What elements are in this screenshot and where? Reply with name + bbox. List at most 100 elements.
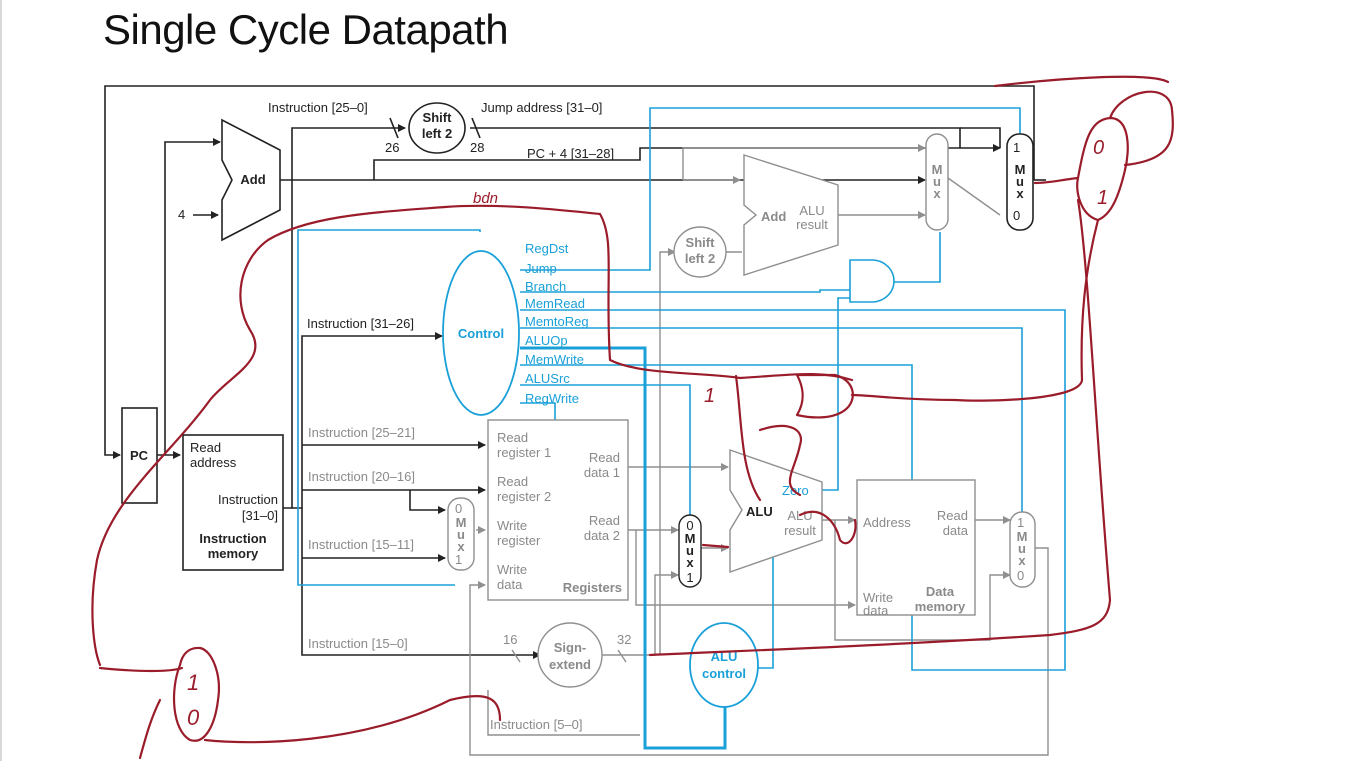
reg-rd1-1: Read: [589, 450, 620, 465]
data-memory: Address Read data Write data Data memory: [856, 479, 976, 618]
ink-top-arc: [443, 204, 854, 382]
lbl-inst-31-26: Instruction [31–26]: [307, 316, 414, 331]
ink-alusrc-mark: 1: [704, 385, 715, 407]
wire-inst-31-26: [292, 332, 443, 509]
wire-jump-address-in: [960, 127, 1001, 148]
wire-se-to-shift: [659, 248, 676, 655]
lbl-inst-5-0: Instruction [5–0]: [490, 717, 583, 732]
reg-wd-1: Write: [497, 562, 527, 577]
shift-left-2-mid: Shift left 2: [673, 226, 727, 278]
reg-wr-2: register: [497, 533, 541, 548]
aluctrl-line2: control: [702, 666, 746, 681]
reg-rd2-2: data 2: [584, 528, 620, 543]
wire-read-data-2-mem: [635, 530, 856, 609]
reg-rr1-2: register 1: [497, 445, 551, 460]
regdst-m: M: [456, 515, 467, 530]
reg-name: Registers: [563, 580, 622, 595]
wire-inst-15-0: [301, 508, 541, 659]
jump-x: x: [1016, 186, 1024, 201]
shift-top-line2: left 2: [422, 126, 452, 141]
imem-name-1: Instruction: [199, 531, 266, 546]
regdst-mux: 0 M u x 1: [447, 497, 475, 571]
reg-rr1-1: Read: [497, 430, 528, 445]
m2r-in-0: 0: [1017, 568, 1024, 583]
pcsrc-m: M: [932, 162, 943, 177]
alu: ALU Zero ALU result: [729, 449, 823, 573]
wire-write-back: [469, 547, 1049, 756]
slide-title: Single Cycle Datapath: [103, 6, 509, 53]
shift-left-2-top: Shift left 2: [408, 102, 466, 154]
jump-m: M: [1015, 162, 1026, 177]
wire-jump-address: [470, 127, 961, 148]
ink-mux-bottom-0: 0: [187, 705, 200, 730]
sig-memtoreg: MemtoReg: [525, 314, 589, 329]
pcsrc-mux: M u x: [925, 133, 949, 231]
add-label-top: Add: [240, 172, 265, 187]
add-unit-top: Add 4: [178, 118, 281, 242]
shift-mid-line1: Shift: [686, 235, 716, 250]
ink-mux-right-1: 1: [1097, 187, 1108, 209]
dmem-address: Address: [863, 515, 911, 530]
wire-aluop: [520, 346, 727, 750]
reg-rd2-1: Read: [589, 513, 620, 528]
add-const-4: 4: [178, 207, 185, 222]
alusrc-mux: 0 M u x 1: [678, 514, 702, 588]
wire-inst-25-0: [283, 124, 406, 509]
control-label: Control: [458, 326, 504, 341]
dmem-name-2: memory: [915, 599, 966, 614]
lbl-inst-15-11: Instruction [15–11]: [308, 537, 414, 552]
shift-mid-line2: left 2: [685, 251, 715, 266]
lbl-inst-20-16: Instruction [20–16]: [308, 469, 415, 484]
imem-inst-1: Instruction: [218, 492, 278, 507]
pcsrc-x: x: [933, 186, 941, 201]
lbl-jump-address: Jump address [31–0]: [481, 100, 602, 115]
jump-mux: 1 M u x 0: [1006, 133, 1034, 231]
ink-top-right-line: [993, 75, 1170, 88]
register-file: Read register 1 Read register 2 Write re…: [487, 419, 629, 601]
ink-note-bdn: bdn: [473, 190, 498, 207]
dmem-wd-1: Write: [863, 590, 893, 605]
wire-memread: [520, 309, 1066, 671]
sig-regwrite: RegWrite: [525, 391, 579, 406]
branch-alu-result-2: result: [796, 217, 828, 232]
tick-28: [471, 117, 481, 139]
lbl-32: 32: [617, 632, 631, 647]
imem-read-2: address: [190, 455, 237, 470]
gray-wires: [469, 144, 1049, 756]
memtoreg-mux: 1 M u x 0: [1009, 511, 1036, 588]
wire-inst-20-16-mux: [409, 490, 446, 514]
imem-read-1: Read: [190, 440, 221, 455]
branch-adder: Add ALU result: [743, 154, 839, 276]
wire-inst-5-0: [487, 690, 640, 736]
ink-bottom-mux: [172, 646, 220, 742]
alu-zero: Zero: [782, 483, 809, 498]
pc-label: PC: [130, 448, 149, 463]
alusrc-in-1: 1: [686, 570, 693, 585]
alu-control: ALU control: [689, 622, 759, 708]
jump-in-0: 0: [1013, 208, 1020, 223]
alusrc-x: x: [686, 555, 694, 570]
lbl-16: 16: [503, 632, 517, 647]
wire-pcsrc-mux-out: [947, 177, 1001, 216]
dmem-name-1: Data: [926, 584, 955, 599]
sig-memwrite: MemWrite: [525, 352, 584, 367]
ink-right-top-loop: [1108, 90, 1174, 167]
wire-labels: Instruction [25–0] Jump address [31–0] 2…: [268, 100, 631, 732]
reg-rd1-2: data 1: [584, 465, 620, 480]
wire-se-to-mux: [600, 571, 679, 656]
ink-right-down: [850, 218, 1100, 402]
branch-and-gate: [849, 259, 895, 303]
branch-add-label: Add: [761, 209, 786, 224]
black-wires: [104, 85, 1046, 659]
tick-32: [617, 649, 627, 663]
blue-wires: [297, 107, 1066, 750]
dmem-wd-2: data: [863, 603, 889, 618]
wire-memtoreg: [520, 327, 1023, 515]
m2r-in-1: 1: [1017, 515, 1024, 530]
alusrc-in-0: 0: [686, 518, 693, 533]
handwritten-annotations: bdn 0 1 1 0 1: [91, 75, 1174, 760]
se-line2: extend: [549, 657, 591, 672]
regdst-u: u: [457, 527, 465, 542]
alu-label: ALU: [746, 504, 773, 519]
